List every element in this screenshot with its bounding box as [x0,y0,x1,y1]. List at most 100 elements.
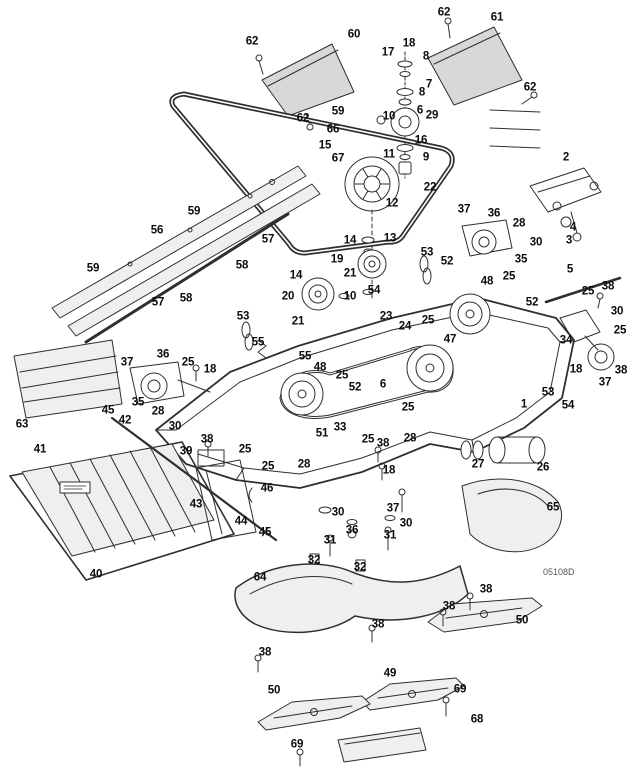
drive-belt [169,91,455,256]
callout-25: 25 [181,356,195,369]
callout-53: 53 [541,386,555,399]
blades [257,597,543,731]
callout-52: 52 [348,381,362,394]
callout-38: 38 [376,437,390,450]
callout-1: 1 [520,398,528,411]
callout-26: 26 [536,461,550,474]
callout-25: 25 [401,401,415,414]
left-plate [13,339,123,419]
callout-28: 28 [512,217,526,230]
callout-60: 60 [347,28,361,41]
callout-14: 14 [343,234,357,247]
callout-54: 54 [367,284,381,297]
idler-top-right [461,219,513,257]
callout-35: 35 [514,253,528,266]
callout-62: 62 [296,112,310,125]
callout-53: 53 [236,310,250,323]
callout-25: 25 [502,270,516,283]
callout-38: 38 [479,583,493,596]
callout-59: 59 [86,262,100,275]
callout-37: 37 [120,356,134,369]
callout-66: 66 [326,123,340,136]
bottom-bracket [337,727,427,763]
callout-5: 5 [566,263,574,276]
callout-53: 53 [420,246,434,259]
callout-35: 35 [131,396,145,409]
callout-20: 20 [281,290,295,303]
callout-57: 57 [261,233,275,246]
hanger-bracket [110,416,278,542]
callout-12: 12 [385,197,399,210]
callout-36: 36 [345,524,359,537]
callout-33: 33 [333,421,347,434]
callout-19: 19 [330,253,344,266]
callout-69: 69 [290,738,304,751]
callout-37: 37 [457,203,471,216]
callout-30: 30 [610,305,624,318]
wing-assembly [9,441,235,581]
callout-38: 38 [614,364,628,377]
callout-30: 30 [399,517,413,530]
callout-25: 25 [261,460,275,473]
idler-right [559,309,615,371]
callout-25: 25 [421,314,435,327]
callout-21: 21 [291,315,305,328]
callout-51: 51 [315,427,329,440]
callout-9: 9 [422,151,430,164]
callout-38: 38 [442,600,456,613]
callout-16: 16 [414,134,428,147]
callout-45: 45 [101,404,115,417]
callout-10: 10 [343,290,357,303]
callout-23: 23 [379,310,393,323]
callout-28: 28 [403,432,417,445]
callout-38: 38 [601,280,615,293]
callout-55: 55 [251,336,265,349]
callout-52: 52 [525,296,539,309]
callout-37: 37 [386,502,400,515]
callout-38: 38 [200,433,214,446]
callout-27: 27 [471,458,485,471]
callout-58: 58 [235,259,249,272]
callout-58: 58 [179,292,193,305]
callout-18: 18 [402,37,416,50]
callout-28: 28 [151,405,165,418]
callout-62: 62 [523,81,537,94]
callout-22: 22 [423,181,437,194]
mount-bracket [529,167,602,242]
callout-17: 17 [381,46,395,59]
callout-62: 62 [437,6,451,19]
callout-67: 67 [331,152,345,165]
callout-3: 3 [565,234,573,247]
callout-14: 14 [289,269,303,282]
callout-42: 42 [118,414,132,427]
callout-44: 44 [234,515,248,528]
callout-69: 69 [453,683,467,696]
callout-24: 24 [398,320,412,333]
callout-30: 30 [529,236,543,249]
callout-47: 47 [443,333,457,346]
callout-25: 25 [238,443,252,456]
front-rollers [460,436,546,464]
idler-left [129,361,211,405]
callout-8: 8 [418,86,426,99]
callout-55: 55 [298,350,312,363]
callout-59: 59 [187,205,201,218]
callout-30: 30 [168,420,182,433]
lower-hardware [309,462,406,572]
callout-15: 15 [318,139,332,152]
callout-32: 32 [353,561,367,574]
callout-39: 39 [179,445,193,458]
callout-59: 59 [331,105,345,118]
callout-49: 49 [383,667,397,680]
callout-65: 65 [546,501,560,514]
callout-62: 62 [245,35,259,48]
callout-63: 63 [15,418,29,431]
callout-52: 52 [440,255,454,268]
callout-7: 7 [425,78,433,91]
callout-38: 38 [371,618,385,631]
spindle-hardware-mid [301,236,387,311]
callout-68: 68 [470,713,484,726]
